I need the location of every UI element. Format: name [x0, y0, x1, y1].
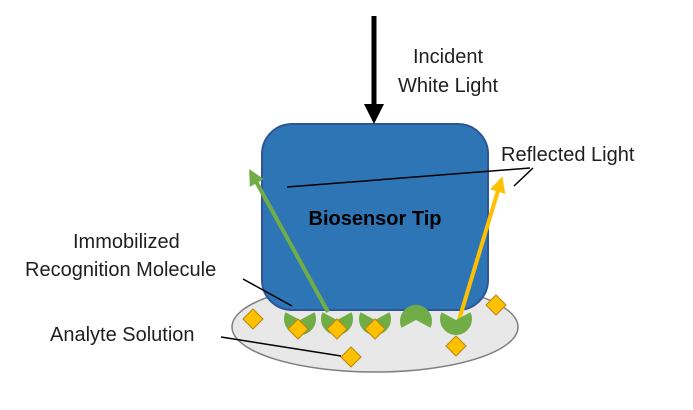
- analyte-molecule: [287, 318, 309, 340]
- analyte-molecule: [445, 335, 467, 357]
- analyte-molecule: [326, 318, 348, 340]
- immobilized-label-line1: Immobilized: [73, 231, 180, 253]
- analyte-molecule: [364, 318, 386, 340]
- immobilized-label-line2: Recognition Molecule: [25, 259, 216, 281]
- incident-label-line2: White Light: [398, 75, 498, 97]
- analyte-molecule: [340, 346, 362, 368]
- recognition-molecule: [400, 305, 432, 328]
- analyte-molecule: [242, 308, 264, 330]
- reflected-leader-line-2: [513, 167, 534, 187]
- recognition-molecule: [440, 312, 472, 335]
- immobilized-leader-line: [242, 278, 293, 307]
- analyte-molecules: [242, 294, 507, 368]
- reflected-light-arrow-green: [249, 168, 330, 313]
- reflected-light-label: Reflected Light: [501, 144, 635, 166]
- analyte-leader-line: [220, 336, 342, 357]
- reflected-light-arrow-yellow: [454, 176, 506, 331]
- incident-label-line1: Incident: [413, 46, 483, 68]
- analyte-solution-label: Analyte Solution: [50, 324, 195, 346]
- biosensor-tip-label: Biosensor Tip: [309, 208, 442, 230]
- analyte-molecule: [485, 294, 507, 316]
- reflected-leader-line-1: [286, 167, 531, 188]
